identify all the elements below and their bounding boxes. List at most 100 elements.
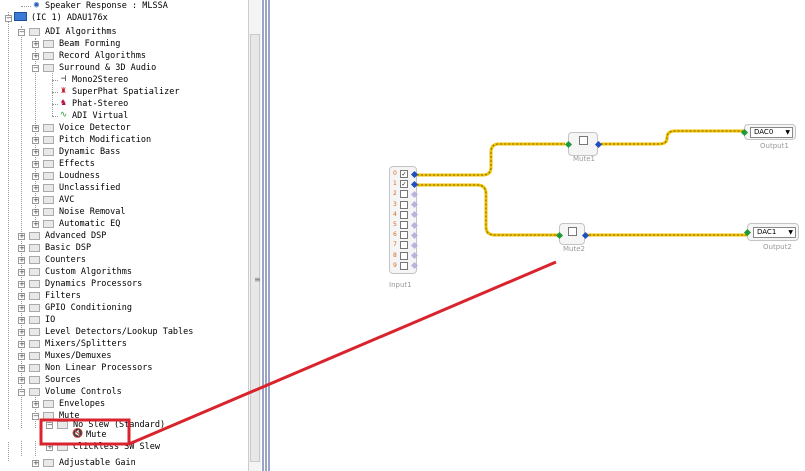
tree-item-filters[interactable]: + Filters bbox=[18, 291, 81, 301]
pane-splitter[interactable] bbox=[261, 0, 271, 471]
input-channel-pin[interactable] bbox=[410, 170, 419, 178]
output2-dac-select[interactable]: DAC1▼ bbox=[753, 227, 796, 238]
expand-icon[interactable]: + bbox=[18, 232, 25, 240]
mute1-toggle[interactable] bbox=[579, 136, 588, 145]
tree-item-level-detectors[interactable]: + Level Detectors/Lookup Tables bbox=[18, 327, 194, 337]
tree-item-mute[interactable]: − Mute bbox=[32, 411, 80, 421]
input-channel-checkbox[interactable] bbox=[400, 210, 408, 219]
collapse-icon[interactable]: − bbox=[32, 64, 39, 72]
wire-input-mute1[interactable] bbox=[417, 142, 565, 177]
tree-item-dynamics-processors[interactable]: + Dynamics Processors bbox=[18, 279, 143, 289]
tree-item-volume-controls[interactable]: − Volume Controls bbox=[18, 387, 122, 397]
output1-dac-select[interactable]: DAC0▼ bbox=[750, 127, 793, 138]
expand-icon[interactable]: + bbox=[32, 136, 39, 144]
expand-icon[interactable]: + bbox=[32, 160, 39, 168]
expand-icon[interactable]: + bbox=[32, 196, 39, 204]
expand-icon[interactable]: + bbox=[18, 376, 25, 384]
tree-item-io[interactable]: + IO bbox=[18, 315, 56, 325]
expand-icon[interactable]: + bbox=[18, 340, 25, 348]
scrollbar-thumb[interactable]: ≡ bbox=[250, 34, 261, 462]
tree-item-unclassified[interactable]: + Unclassified bbox=[32, 183, 121, 193]
collapse-icon[interactable]: − bbox=[18, 28, 25, 36]
tree-item-surround[interactable]: − Surround & 3D Audio bbox=[32, 63, 157, 73]
expand-icon[interactable]: + bbox=[32, 172, 39, 180]
tree-item-loudness[interactable]: + Loudness bbox=[32, 171, 100, 181]
output2-block[interactable]: DAC1▼ bbox=[743, 223, 799, 241]
input-channel-checkbox[interactable] bbox=[400, 241, 408, 250]
collapse-icon[interactable]: − bbox=[18, 388, 25, 396]
expand-icon[interactable]: + bbox=[32, 220, 39, 228]
expand-icon[interactable]: + bbox=[32, 459, 39, 467]
tree-item-pitch-modification[interactable]: + Pitch Modification bbox=[32, 135, 152, 145]
input-channel-checkbox[interactable] bbox=[400, 231, 408, 240]
input-channel-checkbox[interactable] bbox=[400, 190, 408, 199]
collapse-icon[interactable]: − bbox=[32, 412, 39, 420]
tree-item-clickless[interactable]: + Clickless SW Slew bbox=[46, 442, 160, 452]
tree-item-adi-virtual[interactable]: ∿ ADI Virtual bbox=[0, 110, 248, 122]
tree-item-dynamic-bass[interactable]: + Dynamic Bass bbox=[32, 147, 121, 157]
expand-icon[interactable]: + bbox=[18, 292, 25, 300]
tree-item-custom-algorithms[interactable]: + Custom Algorithms bbox=[18, 267, 132, 277]
input-channel-checkbox[interactable]: ✓ bbox=[400, 170, 408, 178]
expand-icon[interactable]: + bbox=[18, 244, 25, 252]
expand-icon[interactable]: + bbox=[32, 148, 39, 156]
tree-item-avc[interactable]: + AVC bbox=[32, 195, 75, 205]
tree-item-effects[interactable]: + Effects bbox=[32, 159, 95, 169]
tree-item-phat-stereo[interactable]: ♞ Phat-Stereo bbox=[0, 98, 248, 110]
input-channel-checkbox[interactable] bbox=[400, 221, 408, 229]
mute2-block[interactable] bbox=[555, 223, 590, 245]
tree-item-non-linear[interactable]: + Non Linear Processors bbox=[18, 363, 153, 373]
expand-icon[interactable]: + bbox=[18, 316, 25, 324]
tree-item-superphat[interactable]: ♜ SuperPhat Spatializer bbox=[0, 86, 248, 98]
input-channel-checkbox[interactable] bbox=[400, 251, 408, 260]
tree-item-record-algorithms[interactable]: + Record Algorithms bbox=[32, 51, 146, 61]
tree-item-noise-removal[interactable]: + Noise Removal bbox=[32, 207, 126, 217]
tree-item-gpio-conditioning[interactable]: + GPIO Conditioning bbox=[18, 303, 132, 313]
expand-icon[interactable]: + bbox=[32, 40, 39, 48]
tree-item-muxes-demuxes[interactable]: + Muxes/Demuxes bbox=[18, 351, 112, 361]
wire-mute1-output1[interactable] bbox=[601, 129, 744, 146]
expand-icon[interactable]: + bbox=[18, 256, 25, 264]
tree-item-advanced-dsp[interactable]: + Advanced DSP bbox=[18, 231, 107, 241]
expand-icon[interactable]: + bbox=[32, 184, 39, 192]
expand-icon[interactable]: + bbox=[18, 280, 25, 288]
input-channel-checkbox[interactable] bbox=[400, 261, 408, 270]
tree-item-adi-algorithms[interactable]: − ADI Algorithms bbox=[18, 27, 117, 37]
tree-item-sources[interactable]: + Sources bbox=[18, 375, 81, 385]
tree-item-mono2stereo[interactable]: ⊣ Mono2Stereo bbox=[0, 74, 248, 86]
tree-item-mute-leaf[interactable]: 🔇 Mute bbox=[0, 429, 248, 441]
expand-icon[interactable]: + bbox=[32, 124, 39, 132]
collapse-icon[interactable]: − bbox=[5, 14, 12, 22]
tree-item-automatic-eq[interactable]: + Automatic EQ bbox=[32, 219, 121, 229]
expand-icon[interactable]: + bbox=[18, 268, 25, 276]
expand-icon[interactable]: + bbox=[18, 304, 25, 312]
tree-scrollbar[interactable]: ≡ bbox=[248, 0, 261, 471]
input-channel-pin[interactable] bbox=[410, 241, 419, 249]
input-channel-pin[interactable] bbox=[410, 190, 419, 198]
expand-icon[interactable]: + bbox=[18, 328, 25, 336]
output1-block[interactable]: DAC0▼ bbox=[740, 124, 796, 140]
tree-item-speaker-response[interactable]: ◉ Speaker Response : MLSSA bbox=[0, 0, 248, 12]
tree-item-adjustable-gain[interactable]: + Adjustable Gain bbox=[32, 458, 136, 468]
input-channel-pin[interactable] bbox=[410, 252, 419, 260]
tree-item-ic1[interactable]: − (IC 1) ADAU176x bbox=[5, 12, 108, 23]
tree-item-counters[interactable]: + Counters bbox=[18, 255, 86, 265]
expand-icon[interactable]: + bbox=[32, 400, 39, 408]
input-channel-pin[interactable] bbox=[410, 231, 419, 239]
expand-icon[interactable]: + bbox=[32, 208, 39, 216]
mute2-toggle[interactable] bbox=[568, 227, 577, 236]
input-channel-pin[interactable] bbox=[410, 211, 419, 219]
expand-icon[interactable]: + bbox=[18, 352, 25, 360]
input-channel-checkbox[interactable] bbox=[400, 200, 408, 209]
input-channel-pin[interactable] bbox=[410, 262, 419, 270]
tree-item-envelopes[interactable]: + Envelopes bbox=[32, 399, 106, 409]
tree-item-basic-dsp[interactable]: + Basic DSP bbox=[18, 243, 92, 253]
expand-icon[interactable]: + bbox=[46, 443, 53, 451]
input-channel-pin[interactable] bbox=[410, 201, 419, 209]
tree-item-voice-detector[interactable]: + Voice Detector bbox=[32, 123, 131, 133]
expand-icon[interactable]: + bbox=[32, 52, 39, 60]
wire-input-mute2[interactable] bbox=[417, 183, 559, 237]
tree-item-beam-forming[interactable]: + Beam Forming bbox=[32, 39, 121, 49]
